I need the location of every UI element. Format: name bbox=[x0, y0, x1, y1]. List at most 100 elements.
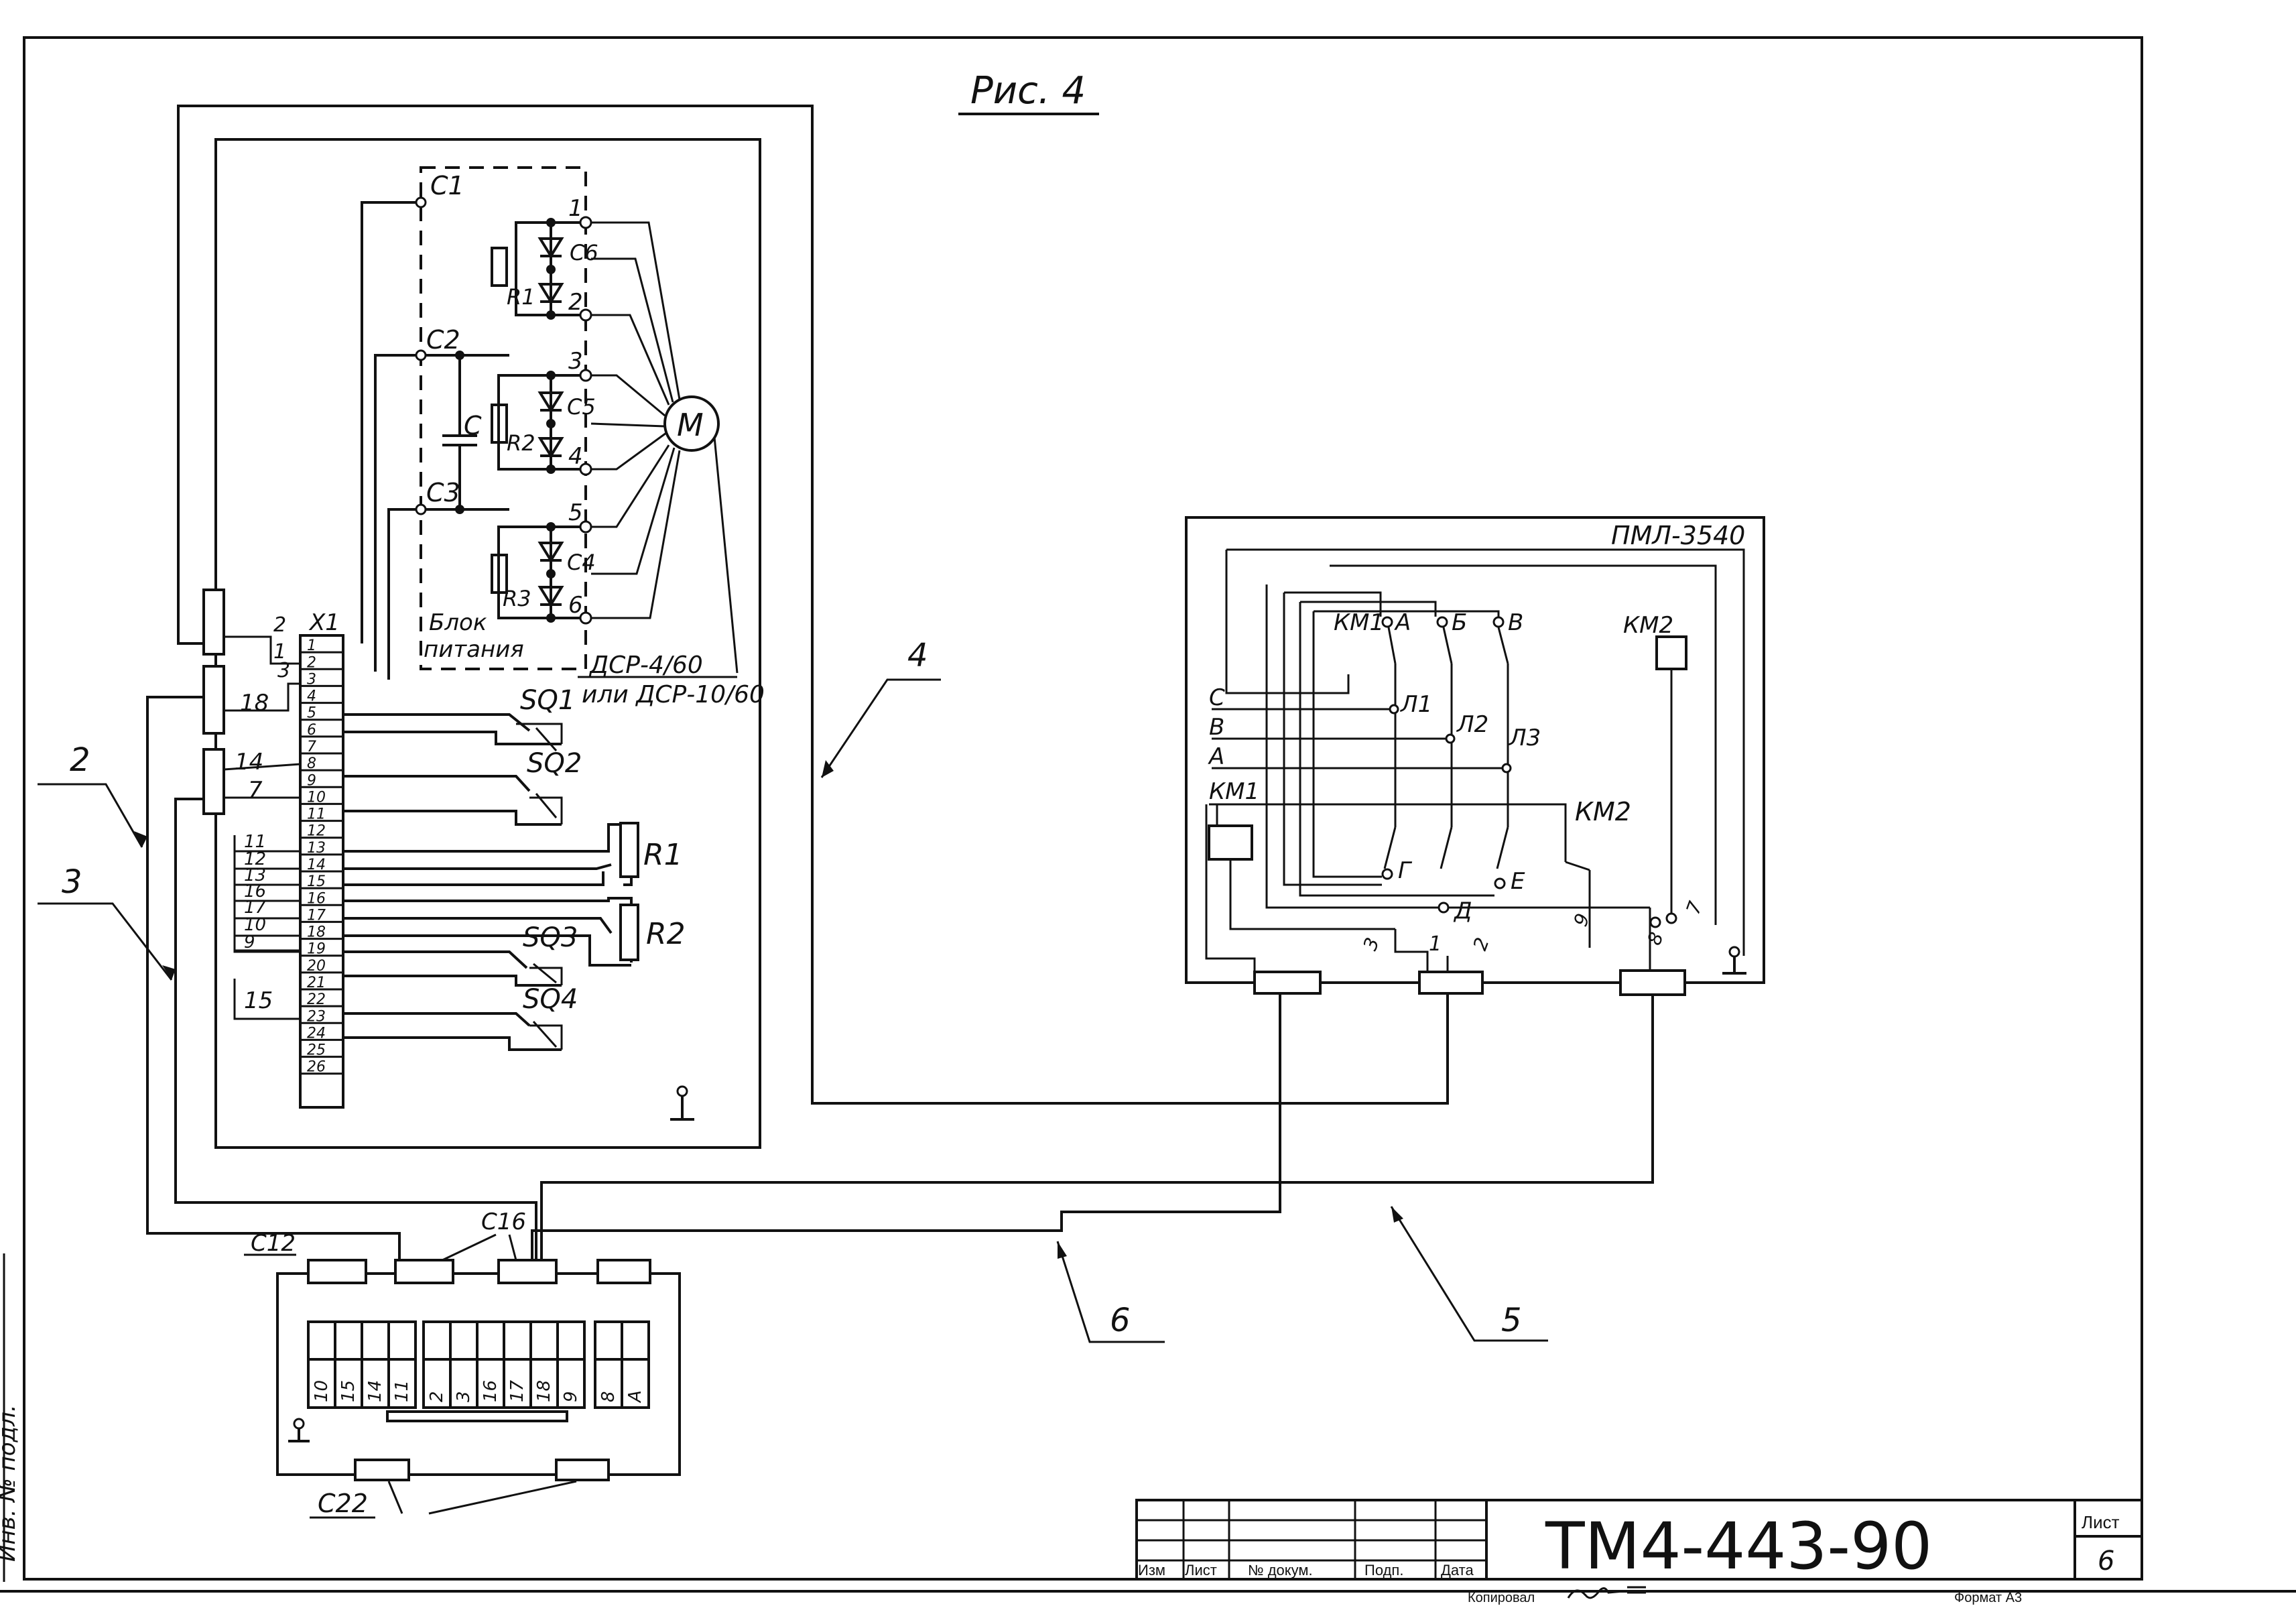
cable-6-route bbox=[531, 993, 1281, 1260]
node-c3 bbox=[415, 503, 427, 515]
x1-terminal-number: 24 bbox=[307, 1025, 326, 1042]
x1-terminal-number: 5 bbox=[307, 705, 316, 722]
junction-terminal bbox=[449, 1320, 479, 1361]
motor-symbol bbox=[663, 395, 720, 452]
figure-title: Рис. 4 bbox=[970, 69, 1086, 113]
junction-terminal bbox=[422, 1320, 452, 1361]
starter-glands bbox=[531, 804, 1686, 1263]
svg-text:3: 3 bbox=[1359, 934, 1384, 953]
power-block-label-2: питания bbox=[424, 636, 524, 663]
x1-terminal-number: 16 bbox=[307, 890, 326, 907]
field-devices: SQ1 SQ2 R1 R2 SQ3 SQ4 bbox=[343, 685, 686, 1051]
dot-c3 bbox=[455, 505, 464, 514]
svg-text:2: 2 bbox=[70, 741, 90, 779]
x1-terminal-number: 18 bbox=[307, 924, 326, 941]
contact-km1-label: КМ1 bbox=[1334, 609, 1384, 636]
starter-enclosure bbox=[1185, 516, 1765, 984]
rheostat-r2-label: R2 bbox=[646, 917, 686, 951]
tb-header-list: Лист bbox=[1185, 1562, 1217, 1579]
x1-terminal-number: 15 bbox=[307, 873, 326, 890]
cable-2-route bbox=[146, 696, 401, 1260]
svg-text:7: 7 bbox=[248, 777, 263, 804]
x1-terminal-number: 3 bbox=[307, 671, 316, 688]
sq3-label: SQ3 bbox=[523, 922, 578, 953]
x1-terminal-number: 7 bbox=[307, 739, 316, 755]
resistor-r1-label: R1 bbox=[507, 284, 535, 310]
node-c2 bbox=[415, 349, 427, 361]
x1-terminal-number: 19 bbox=[307, 941, 326, 958]
svg-text:11: 11 bbox=[244, 832, 266, 852]
svg-text:12: 12 bbox=[244, 849, 266, 869]
resistor-r1-symbol bbox=[491, 247, 508, 287]
svg-text:7: 7 bbox=[1682, 898, 1707, 917]
tb-header-date: Дата bbox=[1441, 1562, 1474, 1579]
junction-terminal bbox=[503, 1320, 532, 1361]
junction-terminal-number: 17 bbox=[507, 1379, 527, 1402]
diode-cell-2: C5 R2 bbox=[491, 371, 596, 474]
svg-text:9: 9 bbox=[244, 932, 255, 952]
contact-a bbox=[1387, 627, 1397, 664]
sheet-frame bbox=[23, 36, 2143, 1581]
x1-terminal-number: 11 bbox=[307, 806, 326, 823]
svg-text:Л2: Л2 bbox=[1456, 711, 1488, 738]
svg-text:2: 2 bbox=[1469, 934, 1494, 953]
sq1-label: SQ1 bbox=[520, 685, 575, 716]
copier-signature bbox=[1567, 1586, 1646, 1599]
diode-c5-label: C5 bbox=[567, 394, 596, 420]
diode-cell-1: C6 R1 bbox=[491, 218, 598, 320]
junction-ground bbox=[288, 1418, 310, 1442]
x1-terminal-number: 2 bbox=[307, 654, 316, 671]
sq4-contact bbox=[532, 1020, 558, 1048]
svg-text:1: 1 bbox=[273, 640, 286, 664]
rheostat-r1-label: R1 bbox=[643, 838, 683, 872]
junction-terminal bbox=[621, 1320, 650, 1361]
contact-v bbox=[1497, 627, 1509, 664]
x1-terminal-number: 4 bbox=[307, 688, 316, 705]
sq4-label: SQ4 bbox=[523, 984, 578, 1015]
junction-terminal-number: 2 bbox=[427, 1391, 447, 1402]
svg-text:4: 4 bbox=[568, 443, 583, 470]
svg-text:Д: Д bbox=[1453, 898, 1472, 924]
junction-terminal-label-cell bbox=[621, 1358, 650, 1409]
junction-terminal bbox=[556, 1320, 586, 1361]
capacitor-c1-label: C1 bbox=[430, 171, 464, 200]
starter-model: ПМЛ-3540 bbox=[1611, 521, 1745, 550]
diode-cell-3: C4 R3 bbox=[491, 522, 596, 623]
svg-text:4: 4 bbox=[907, 637, 928, 674]
coil-km1-symbol bbox=[1208, 824, 1253, 861]
svg-text:6: 6 bbox=[1110, 1302, 1131, 1339]
motor-label: M bbox=[677, 407, 704, 443]
dot-c2 bbox=[455, 351, 464, 360]
wire-c1 bbox=[361, 201, 421, 643]
sq3-contact bbox=[533, 963, 557, 984]
svg-text:Г: Г bbox=[1398, 857, 1413, 884]
diode-c6-label: C6 bbox=[570, 240, 598, 265]
document-code: ТМ4-443-90 bbox=[1545, 1509, 1932, 1584]
power-block-label-1: Блок bbox=[429, 609, 487, 636]
junction-terminal-number: 3 bbox=[454, 1391, 474, 1402]
node-c1 bbox=[415, 196, 427, 208]
x1-terminal-number: 21 bbox=[307, 975, 326, 991]
junction-terminal bbox=[529, 1320, 559, 1361]
sheet-number: 6 bbox=[2098, 1546, 2114, 1577]
junction-terminal-label-cell bbox=[334, 1358, 363, 1409]
terminal-strip-x1: X1 1234567891011121314151617181920212223… bbox=[299, 609, 344, 1109]
sq2-label: SQ2 bbox=[527, 748, 582, 779]
junction-terminal-label-cell bbox=[387, 1358, 417, 1409]
callout-5: 5 bbox=[1390, 1206, 1548, 1342]
phase-c-label: C bbox=[1209, 684, 1225, 711]
svg-text:6: 6 bbox=[568, 592, 583, 619]
svg-text:5: 5 bbox=[1501, 1302, 1522, 1339]
junction-terminal bbox=[594, 1320, 623, 1361]
svg-text:3: 3 bbox=[277, 659, 290, 682]
gland-c16-label: C16 bbox=[481, 1209, 526, 1235]
callout-3: 3 bbox=[38, 863, 176, 981]
left-connectors: 2 1 3 18 14 7 11 12 13 16 17 10 9 15 bbox=[202, 589, 301, 1020]
svg-text:8: 8 bbox=[1643, 929, 1668, 948]
svg-text:3: 3 bbox=[62, 863, 82, 901]
x1-terminal-number: 6 bbox=[307, 722, 316, 739]
sq2-contact bbox=[535, 793, 558, 818]
junction-terminal-label-cell bbox=[594, 1358, 623, 1409]
